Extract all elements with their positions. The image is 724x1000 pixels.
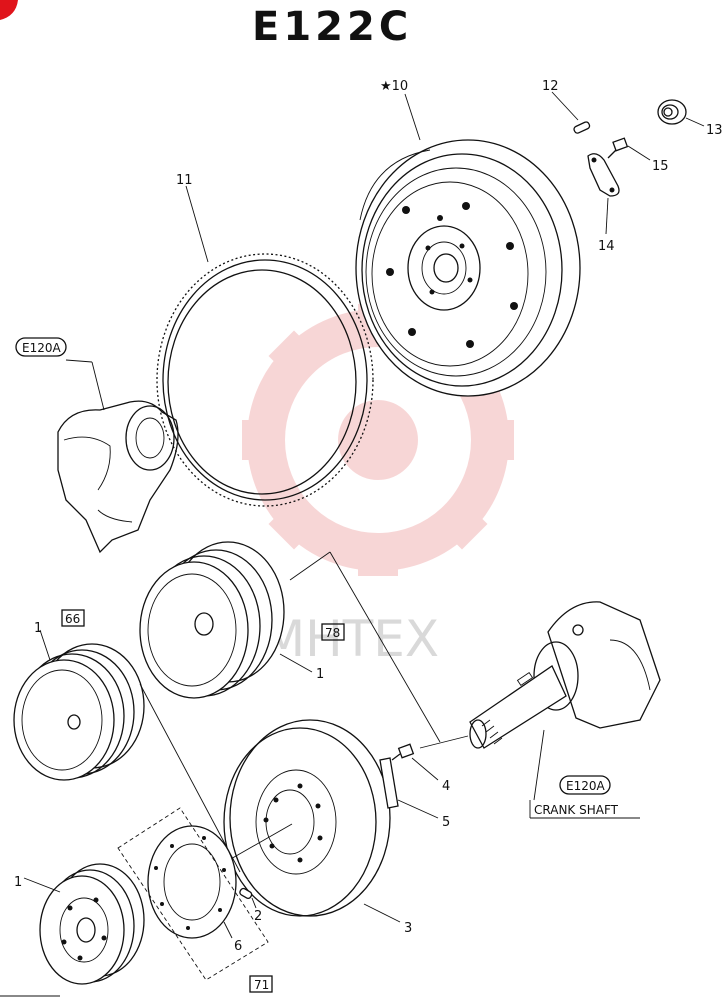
leader-11: [185, 185, 209, 263]
leader-5: [397, 799, 439, 819]
watermark-text: MHTEX: [262, 610, 439, 668]
leader-1a: [39, 629, 51, 661]
callout-12: 12: [542, 79, 559, 94]
callout-5: 5: [442, 815, 450, 830]
leader-4: [411, 757, 439, 781]
callout-4: 4: [442, 779, 450, 794]
ref-71-frame: [249, 975, 273, 993]
leader-14: [605, 197, 609, 235]
callout-3: 3: [404, 921, 412, 936]
axis-line-66: [139, 683, 241, 873]
leader-13: [685, 117, 705, 127]
crankshaft-rear: [57, 400, 179, 554]
axis-line-crank: [419, 735, 469, 749]
callout-11: 11: [176, 173, 193, 188]
leader-10: [404, 93, 421, 141]
ref-e120a-top: E120A: [22, 341, 61, 355]
flywheel: [355, 139, 581, 397]
ref-e120a-bottom: E120A: [566, 779, 605, 793]
crank-shaft-label: CRANK SHAFT: [534, 803, 619, 817]
leader-12: [551, 91, 579, 121]
ref-66: 66: [65, 612, 80, 626]
dowel-pin-12: [573, 121, 591, 134]
leader-6: [223, 921, 233, 939]
leader-e120a-top: [91, 361, 105, 411]
axis-line-3: [221, 823, 293, 865]
ref-71: 71: [254, 978, 269, 992]
callout-13: 13: [706, 123, 723, 138]
ref-66-frame: [61, 609, 85, 627]
callout-1c: 1: [14, 875, 22, 890]
lock-plate-14: [587, 153, 620, 197]
crankshaft-front: [469, 601, 661, 749]
callout-10: ★10: [380, 79, 408, 94]
watermark-gear-icon: [242, 304, 514, 576]
axis-line-78a: [289, 551, 331, 581]
ref-e120a-bottom-frame: [559, 775, 611, 795]
leader-1b: [279, 653, 313, 673]
callout-1a: 1: [34, 621, 42, 636]
kit-71-dashed-frame: [117, 807, 269, 981]
damper-3: [223, 719, 391, 917]
axis-line-78b: [329, 551, 441, 743]
pulley-66: [13, 643, 145, 781]
callout-2: 2: [254, 909, 262, 924]
ref-e120a-top-frame: [15, 337, 67, 357]
bearing-13: [657, 99, 687, 125]
callout-15: 15: [652, 159, 669, 174]
ref-78: 78: [325, 626, 340, 640]
gasket-6: [147, 825, 237, 939]
ref-78-frame: [321, 623, 345, 641]
leader-e120a-top-h: [65, 359, 93, 363]
callout-14: 14: [598, 239, 615, 254]
callout-6: 6: [234, 939, 242, 954]
bolt-4: [391, 743, 415, 761]
corner-mark: [0, 0, 18, 20]
ring-gear: [156, 253, 374, 507]
leader-3: [363, 903, 401, 923]
leader-e120a-bottom: [533, 729, 545, 801]
leader-15: [627, 145, 651, 161]
leader-2: [251, 897, 257, 909]
lock-plate-5: [379, 757, 399, 809]
diagram-title: E122C: [252, 4, 413, 50]
pin-2: [239, 887, 253, 900]
pulley-71: [39, 863, 145, 985]
leader-1c: [23, 877, 61, 893]
callout-1b: 1: [316, 667, 324, 682]
pulley-78: [139, 541, 285, 699]
bolt-15: [607, 137, 629, 159]
